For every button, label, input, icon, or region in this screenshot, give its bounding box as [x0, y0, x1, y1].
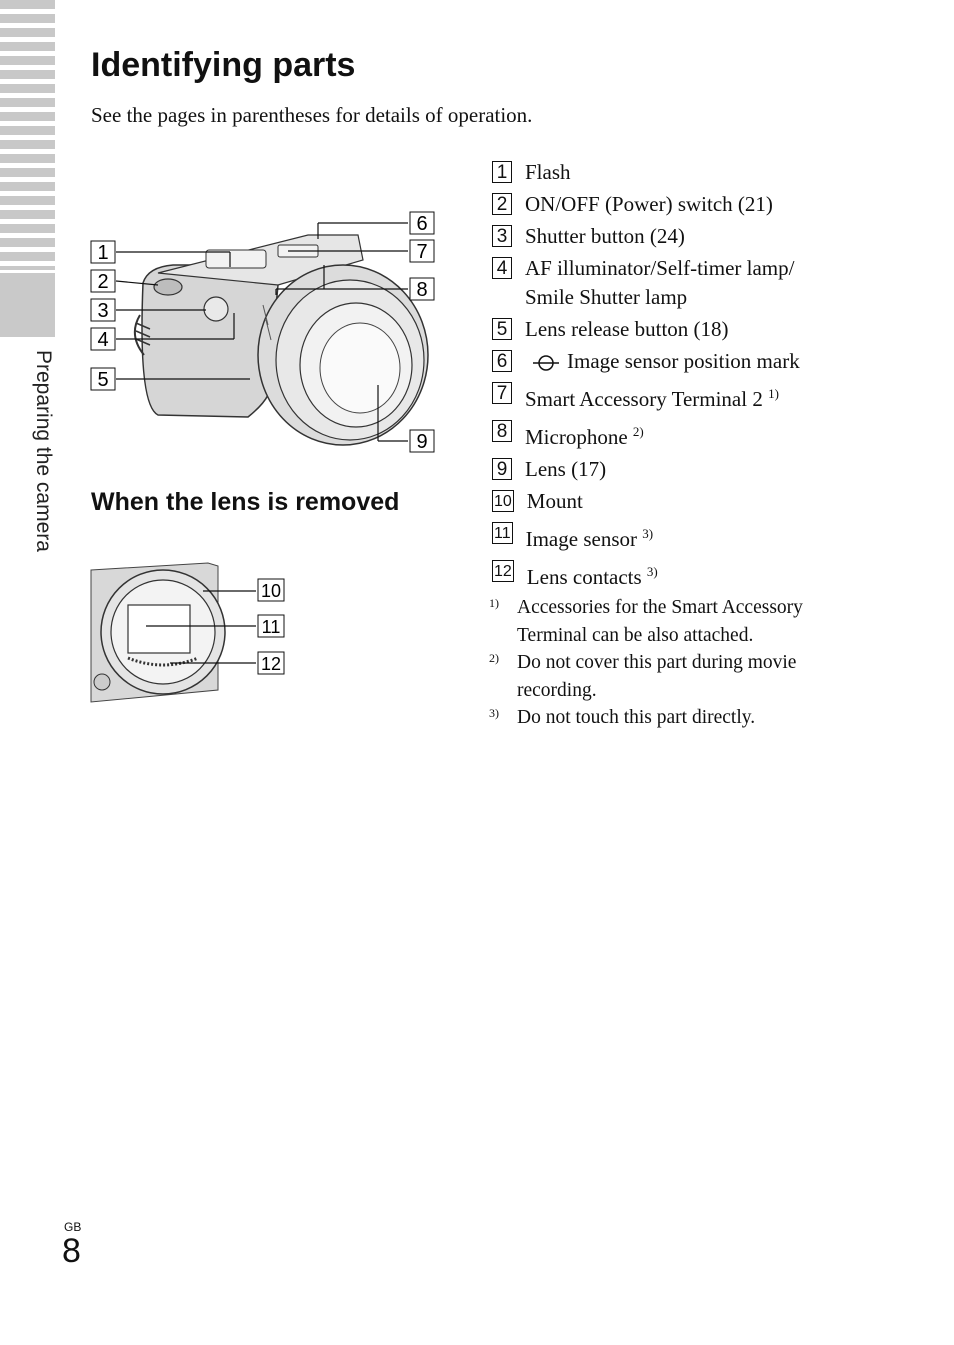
callout-1: 1: [90, 240, 116, 264]
region-code: GB: [64, 1220, 82, 1234]
list-item: 9 Lens (17): [492, 455, 912, 484]
item-text: Mount: [526, 489, 583, 513]
footnote-text: Do not cover this part during movie reco…: [517, 652, 797, 701]
callout-10: 10: [257, 578, 285, 602]
list-item: 12 Lens contacts 3): [492, 557, 912, 592]
item-number: 8: [492, 420, 512, 442]
callout-5: 5: [90, 367, 116, 391]
mount-illustration: 10 11 12: [90, 562, 285, 703]
page-title: Identifying parts: [91, 46, 356, 84]
callout-11: 11: [257, 614, 285, 638]
footnote: 1) Accessories for the Smart Accessory Te…: [489, 594, 869, 649]
item-text: ON/OFF (Power) switch (21): [525, 192, 773, 216]
item-number: 3: [492, 225, 512, 247]
callout-3: 3: [90, 298, 116, 322]
sidebar-stripes: [0, 0, 55, 270]
svg-text:12: 12: [261, 654, 281, 674]
item-text: AF illuminator/Self-timer lamp/ Smile Sh…: [525, 256, 795, 309]
footnote-text: Do not touch this part directly.: [517, 707, 756, 728]
svg-text:8: 8: [416, 279, 427, 301]
item-number: 2: [492, 193, 512, 215]
svg-text:11: 11: [262, 617, 281, 637]
list-item: 8 Microphone 2): [492, 417, 912, 452]
camera-front-illustration: 1 2 3 4 5 6 7 8 9: [90, 211, 435, 453]
footnote-mark: 1): [489, 596, 499, 610]
footnote-text: Accessories for the Smart Accessory Term…: [517, 597, 803, 646]
list-item: 1 Flash: [492, 158, 912, 187]
list-item: 10 Mount: [492, 487, 912, 516]
subheading: When the lens is removed: [91, 488, 400, 516]
list-item: 6 Image sensor position mark: [492, 347, 912, 376]
image-sensor-mark-icon: [533, 355, 559, 371]
item-number: 7: [492, 382, 512, 404]
item-number: 5: [492, 318, 512, 340]
item-number: 6: [492, 350, 512, 372]
item-number: 11: [492, 522, 513, 544]
intro-text: See the pages in parentheses for details…: [91, 103, 533, 127]
list-item: 7 Smart Accessory Terminal 2 1): [492, 379, 912, 414]
item-number: 1: [492, 161, 512, 183]
callout-9: 9: [409, 429, 435, 453]
item-text: Smart Accessory Terminal 2 1): [525, 386, 779, 411]
footnote-mark: 2): [489, 651, 499, 665]
footnote: 3) Do not touch this part directly.: [489, 704, 869, 732]
item-text: Microphone 2): [525, 424, 644, 449]
svg-text:9: 9: [416, 431, 427, 453]
footnotes: 1) Accessories for the Smart Accessory Te…: [489, 594, 869, 732]
section-label-text: Preparing the camera: [32, 350, 55, 552]
parts-list: 1 Flash 2 ON/OFF (Power) switch (21) 3 Shut…: [492, 158, 912, 595]
sidebar-tab: [0, 273, 55, 337]
item-text: Lens contacts 3): [526, 564, 658, 589]
list-item: 5 Lens release button (18): [492, 315, 912, 344]
footnote-mark: 3): [489, 706, 499, 720]
svg-text:4: 4: [97, 329, 108, 351]
section-label: Preparing the camera: [25, 350, 55, 610]
callout-12: 12: [257, 651, 285, 675]
svg-text:3: 3: [97, 300, 108, 322]
list-item: 3 Shutter button (24): [492, 222, 912, 251]
footnote: 2) Do not cover this part during movie re…: [489, 649, 869, 704]
item-number: 12: [492, 560, 514, 582]
svg-text:7: 7: [416, 241, 427, 263]
svg-text:6: 6: [416, 213, 427, 235]
svg-text:1: 1: [97, 242, 108, 264]
item-text: Image sensor 3): [525, 526, 654, 551]
item-text: Flash: [525, 160, 571, 184]
callout-8: 8: [409, 277, 435, 301]
item-number: 4: [492, 257, 512, 279]
item-text: Lens (17): [525, 457, 607, 481]
page-number: 8: [62, 1232, 81, 1270]
list-item: 2 ON/OFF (Power) switch (21): [492, 190, 912, 219]
svg-text:10: 10: [261, 581, 281, 601]
svg-text:2: 2: [97, 271, 108, 293]
callout-6: 6: [409, 211, 435, 235]
list-item: 4 AF illuminator/Self-timer lamp/ Smile S…: [492, 254, 912, 312]
svg-text:5: 5: [97, 369, 108, 391]
item-number: 10: [492, 490, 514, 512]
item-number: 9: [492, 458, 512, 480]
list-item: 11 Image sensor 3): [492, 519, 912, 554]
callout-2: 2: [90, 269, 116, 293]
callout-4: 4: [90, 327, 116, 351]
callout-7: 7: [409, 239, 435, 263]
item-text: Lens release button (18): [525, 317, 729, 341]
item-text: Image sensor position mark: [525, 347, 800, 376]
item-text: Shutter button (24): [525, 224, 685, 248]
